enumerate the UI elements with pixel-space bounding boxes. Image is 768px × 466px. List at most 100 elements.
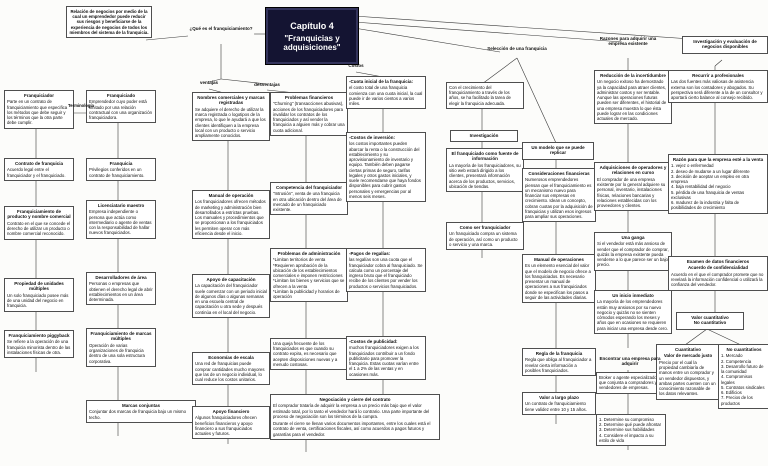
- node-valor-cuantitativo-header: Valor cuantitativo No cuantitativo: [676, 312, 744, 330]
- node-body: Precio por el cual la propiedad cambiarí…: [659, 359, 716, 397]
- node-body: Se refiere a la operación de una franqui…: [7, 339, 71, 355]
- node-title: Licenciatario maestro: [97, 203, 145, 208]
- node-body: Se adquiere el derecho de utilizar la ma…: [195, 106, 266, 139]
- node-title: Franquicia: [109, 161, 133, 166]
- node-title: No cuantitativos: [726, 347, 762, 352]
- node-body: Broker o agente especializado que conjun…: [599, 375, 657, 391]
- node-body: 1. Mercado 2. Competencia 3. Desarrollo …: [721, 353, 765, 406]
- node-title: Adquisiciones de operadores y relaciones…: [599, 165, 667, 176]
- node-body: Numerosos emprendedores piensan que el f…: [525, 177, 593, 220]
- node-regla-franquicia: Regla de la franquicia Regla que obliga …: [522, 348, 596, 377]
- chapter-number: Capítulo 4: [290, 20, 334, 31]
- node-reduccion-incertidumbre: Reducción de la incertidumbre Un negocio…: [594, 70, 672, 125]
- node-franquiciado: Franquiciado Emprendedor cuyo poder está…: [86, 90, 156, 124]
- node-title: Franquiciamiento de marcas múltiples: [90, 331, 152, 342]
- node-title: Franquiciador: [23, 93, 54, 98]
- node-title: Investigación y evaluación de negocios d…: [693, 39, 757, 50]
- node-title: Consideraciones financieras: [528, 171, 590, 176]
- node-body: muchos franquiciadores exigen a los fran…: [349, 345, 419, 377]
- chapter-name: "Franquicias y adquisiciones": [283, 33, 341, 52]
- node-como-ser-franquiciador: Como ser franquiciador Un franquiciado c…: [446, 222, 524, 251]
- node-title: -Costos de inversión:: [349, 135, 396, 140]
- node-franquiciador: Franquiciador Parte en un contrato de fr…: [4, 90, 74, 129]
- node-body: Personas o empresas que obtienen el dere…: [89, 281, 153, 303]
- node-body: Privilegios conferidos en un contrato de…: [89, 167, 145, 178]
- node-title: Reducción de la incertidumbre: [600, 73, 666, 78]
- node-title: Franquiciado: [106, 93, 136, 98]
- node-body: Regla que obliga al franquiciador a reve…: [525, 357, 592, 373]
- node-body: Acuerdo legal entre el franquiciador y e…: [7, 167, 66, 178]
- node-problemas-financieros: Problemas financieros "Churning" (transa…: [270, 92, 348, 136]
- label-terminologia: Terminología: [68, 103, 94, 108]
- node-nombres-comerciales: Nombres comerciales y marcas registradas…: [192, 92, 270, 142]
- node-investigacion-evaluacion-header: Investigación y evaluación de negocios d…: [682, 36, 768, 54]
- node-apoyo-financiero: Apoyo financiero Algunos franquiciadores…: [192, 406, 270, 440]
- node-title: Un modelo que se puede replicar: [531, 145, 585, 156]
- node-body: Emprendedor cuyo poder está limitado por…: [89, 99, 153, 121]
- node-cuantitativo: Cuantitativo Valor de mercado justo Prec…: [656, 344, 720, 400]
- node-subtitle: Acuerdo de confidencialidad: [687, 265, 748, 271]
- node-body: Acuerdo en el que el comprador promete q…: [671, 271, 764, 288]
- node-competencia-franquiciador: Competencia del franquiciador "Intrusión…: [270, 182, 348, 216]
- node-body: Empresa independiente o persona que actú…: [89, 209, 152, 236]
- label-ventajas: ventajas: [199, 80, 218, 85]
- node-economias-escala: Economías de escala Una red de franquici…: [192, 352, 270, 386]
- node-consideraciones-financieras: Consideraciones financieras Numerosos em…: [522, 168, 596, 223]
- node-valor-largo-plazo: Valor a largo plazo Un contrato de franq…: [522, 392, 596, 415]
- node-title: Un inicio inmediato: [612, 293, 654, 298]
- node-body: las regalías son una cuota que el franqu…: [349, 257, 423, 289]
- label-desventajas: desventajas: [254, 82, 280, 87]
- node-modelo-replicar: Un modelo que se puede replicar: [522, 142, 594, 160]
- node-recurrir-profesionales: Recurrir a profesionales Las dos fuentes…: [668, 70, 768, 104]
- node-body: Contrato en el que se concede el derecho…: [7, 220, 71, 237]
- node-body: *Limitan territorios de venta *Requieren…: [273, 257, 345, 300]
- node-title: -Cuota inicial de la franquicia:: [349, 79, 414, 84]
- node-body: Los franquiciadores ofrecen métodos de m…: [195, 199, 266, 236]
- node-body: La mayoría de los franquiciadores, su si…: [449, 162, 521, 189]
- label-que-es-franquiciamiento: ¿Qué es el franquiciamiento?: [189, 26, 253, 31]
- node-title: El franquiciado como fuente de informaci…: [451, 151, 519, 162]
- node-body: Relación de negocios por medio de la cua…: [69, 9, 149, 35]
- node-crecimiento-franquiciamiento: Con el crecimiento del franquiciamiento …: [446, 82, 524, 109]
- node-title: Regla de la franquicia: [535, 351, 583, 356]
- node-title: Problemas de administración: [277, 251, 341, 256]
- node-body: Un contrato de franquiciamiento tiene va…: [525, 401, 587, 412]
- node-problemas-administracion: Problemas de administración *Limitan ter…: [270, 248, 348, 303]
- node-licenciatario-maestro: Licenciatario maestro Empresa independie…: [86, 200, 156, 239]
- node-pagos-regalias: -Pagos de regalías: las regalías son una…: [346, 248, 426, 292]
- node-inicio-inmediato: Un inicio inmediato La mayoría de los em…: [594, 290, 672, 334]
- label-encontrar-empresa: Encontrar una empresa para adquirir: [599, 356, 661, 367]
- node-subtitle: Valor de mercado justo: [663, 353, 713, 359]
- node-title: Examen de datos financieros: [686, 259, 750, 264]
- node-title: Competencia del franquiciador: [275, 185, 342, 190]
- node-body: Un franquiciado compra un sistema de ope…: [449, 231, 518, 247]
- node-title: -Pagos de regalías:: [349, 251, 391, 256]
- node-body: La capacitación del franquiciador suele …: [195, 283, 267, 315]
- node-title: Valor a largo plazo: [539, 395, 579, 400]
- node-title: Investigación: [469, 133, 499, 138]
- node-desarrolladores-area: Desarrolladores de área Personas o empre…: [86, 272, 156, 306]
- node-title: Apoyo financiero: [212, 409, 250, 414]
- node-title: -Costos de publicidad:: [349, 339, 398, 344]
- node-title: Manual de operación: [208, 193, 254, 198]
- node-title: Negociación y cierre del contrato: [319, 397, 391, 402]
- node-contrato-franquicia: Contrato de franquicia Acuerdo legal ent…: [4, 158, 74, 181]
- node-body: Las dos fuentes más valiosas de asistenc…: [671, 79, 763, 101]
- node-no-cuantitativos: No cuantitativos 1. Mercado 2. Competenc…: [718, 344, 768, 409]
- node-manual-operaciones: Manual de operaciones Es un elemento ese…: [522, 254, 596, 304]
- node-body: Algunos franquiciadores ofrecen benefici…: [195, 415, 257, 437]
- node-marcas-conjuntas: Marcas conjuntas Conjuntar dos marcas de…: [86, 400, 196, 423]
- node-broker: Broker o agente especializado que conjun…: [596, 372, 666, 394]
- node-body: 1. Determine su compromiso 2. Determine …: [599, 417, 662, 443]
- node-razon-venta: Razón para que la empresa esté a la vent…: [668, 154, 768, 214]
- node-title: Manual de operaciones: [534, 257, 584, 262]
- node-franquiciamiento-producto-nombre: Franquiciamiento de producto y nombre co…: [4, 206, 74, 240]
- node-title: Recurrir a profesionales: [692, 73, 744, 78]
- node-body-2: Durante el cierre se llenan varios docum…: [273, 421, 431, 437]
- node-title: Una ganga: [621, 235, 645, 240]
- node-body: Con el crecimiento del franquiciamiento …: [449, 85, 511, 106]
- node-body: Es un elemento esencial del valor que el…: [525, 263, 591, 300]
- node-franquiciamiento-marcas-multiples: Franquiciamiento de marcas múltiples Ope…: [86, 328, 156, 367]
- chapter-title-box: Capítulo 4 "Franquicias y adquisiciones": [265, 7, 359, 65]
- node-negociacion-cierre: Negociación y cierre del contrato El com…: [270, 394, 440, 440]
